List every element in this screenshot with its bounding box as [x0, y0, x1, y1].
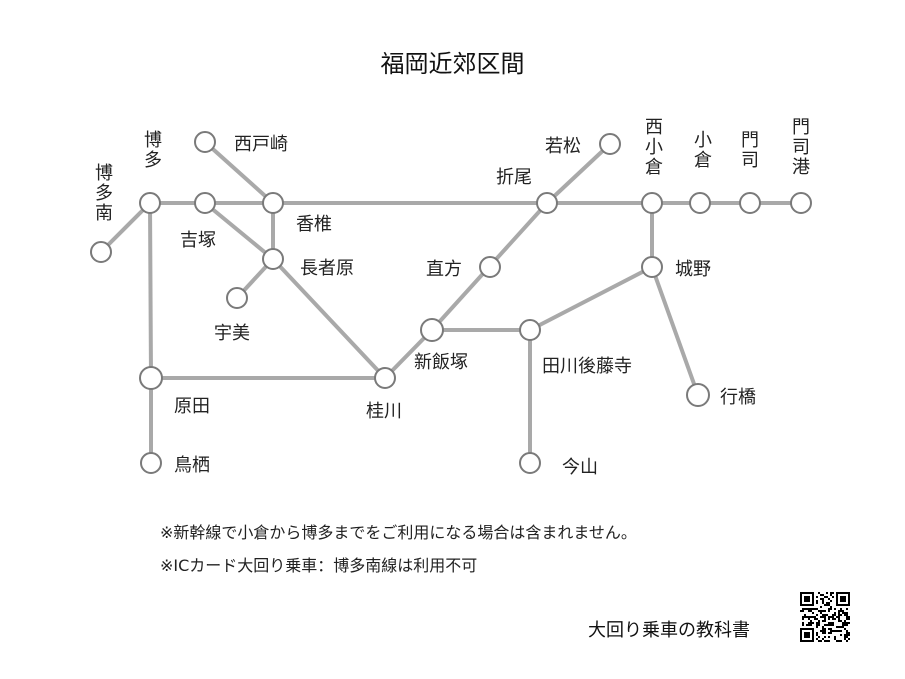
station-label-shiniizuka: 新飯塚 [414, 352, 468, 373]
station-label-yoshizuka: 吉塚 [180, 230, 216, 251]
station-node-moji[interactable] [739, 192, 761, 214]
station-node-nishikokura[interactable] [641, 192, 663, 214]
station-label-hakata-minami: 博多南 [95, 163, 113, 224]
station-label-tosu: 鳥栖 [174, 455, 210, 476]
station-label-jono: 城野 [675, 259, 711, 280]
station-label-orio: 折尾 [496, 167, 532, 188]
note-ic-card: ※ICカード大回り乗車：博多南線は利用不可 [160, 556, 478, 575]
station-node-tagawagotoji[interactable] [519, 319, 541, 341]
station-label-haruda: 原田 [174, 396, 210, 417]
station-node-kashii[interactable] [262, 192, 284, 214]
station-node-yukuhashi[interactable] [686, 383, 710, 407]
station-label-wakamatsu: 若松 [545, 136, 581, 157]
station-node-keisen[interactable] [374, 367, 396, 389]
station-label-keisen: 桂川 [366, 401, 402, 422]
station-nodes [90, 131, 812, 474]
line-hakata-minami [99, 201, 152, 254]
line-chojabaru-keisen [271, 257, 387, 380]
station-node-nogata[interactable] [479, 256, 501, 278]
station-label-hakata: 博多 [144, 130, 162, 171]
station-node-haruda[interactable] [139, 366, 163, 390]
station-label-mojiko: 門司港 [792, 117, 810, 178]
station-node-jono[interactable] [641, 256, 663, 278]
station-label-nishikokura: 西小倉 [645, 117, 663, 178]
station-node-yoshizuka[interactable] [194, 192, 216, 214]
station-node-chojabaru[interactable] [262, 248, 284, 270]
station-node-nishitozaki[interactable] [194, 131, 216, 153]
station-node-tosu[interactable] [140, 452, 162, 474]
station-node-kokura[interactable] [689, 192, 711, 214]
station-label-yukuhashi: 行橋 [720, 387, 756, 408]
station-node-shiniizuka[interactable] [420, 318, 444, 342]
station-label-umi: 宇美 [214, 323, 250, 344]
station-label-chojabaru: 長者原 [300, 258, 354, 279]
station-label-imayama: 今山 [562, 457, 598, 478]
station-label-kashii: 香椎 [296, 214, 332, 235]
line-tagawa-jono [528, 265, 654, 332]
station-label-tagawagotoji: 田川後藤寺 [542, 356, 632, 377]
credit-text: 大回り乗車の教科書 [588, 620, 750, 641]
note-shinkansen: ※新幹線で小倉から博多までをご利用になる場合は含まれません。 [160, 523, 637, 542]
station-label-nogata: 直方 [426, 259, 462, 280]
line-jono-yukuhashi [650, 265, 700, 397]
page-title: 福岡近郊区間 [380, 50, 525, 78]
station-label-kokura: 小倉 [694, 130, 712, 171]
station-node-hakata[interactable] [139, 192, 161, 214]
qr-code-icon[interactable] [800, 592, 850, 642]
line-yoshizuka-chojabaru [203, 201, 275, 261]
station-node-umi[interactable] [226, 287, 248, 309]
station-label-nishitozaki: 西戸崎 [234, 134, 288, 155]
vertical-station-labels: 博多南 博多 西小倉 小倉 門司 門司港 [95, 117, 810, 224]
line-orio-wakamatsu [545, 142, 612, 205]
station-node-hakata-minami[interactable] [90, 241, 112, 263]
station-node-orio[interactable] [536, 192, 558, 214]
station-node-imayama[interactable] [519, 452, 541, 474]
station-labels: 西戸崎 香椎 吉塚 長者原 宇美 原田 鳥栖 桂川 新飯塚 直方 若松 折尾 城… [174, 134, 756, 478]
station-node-mojiko[interactable] [790, 192, 812, 214]
line-hakata-haruda [148, 201, 153, 380]
station-label-moji: 門司 [741, 130, 759, 171]
station-node-wakamatsu[interactable] [599, 133, 621, 155]
line-nishitozaki-kashii [203, 140, 275, 205]
